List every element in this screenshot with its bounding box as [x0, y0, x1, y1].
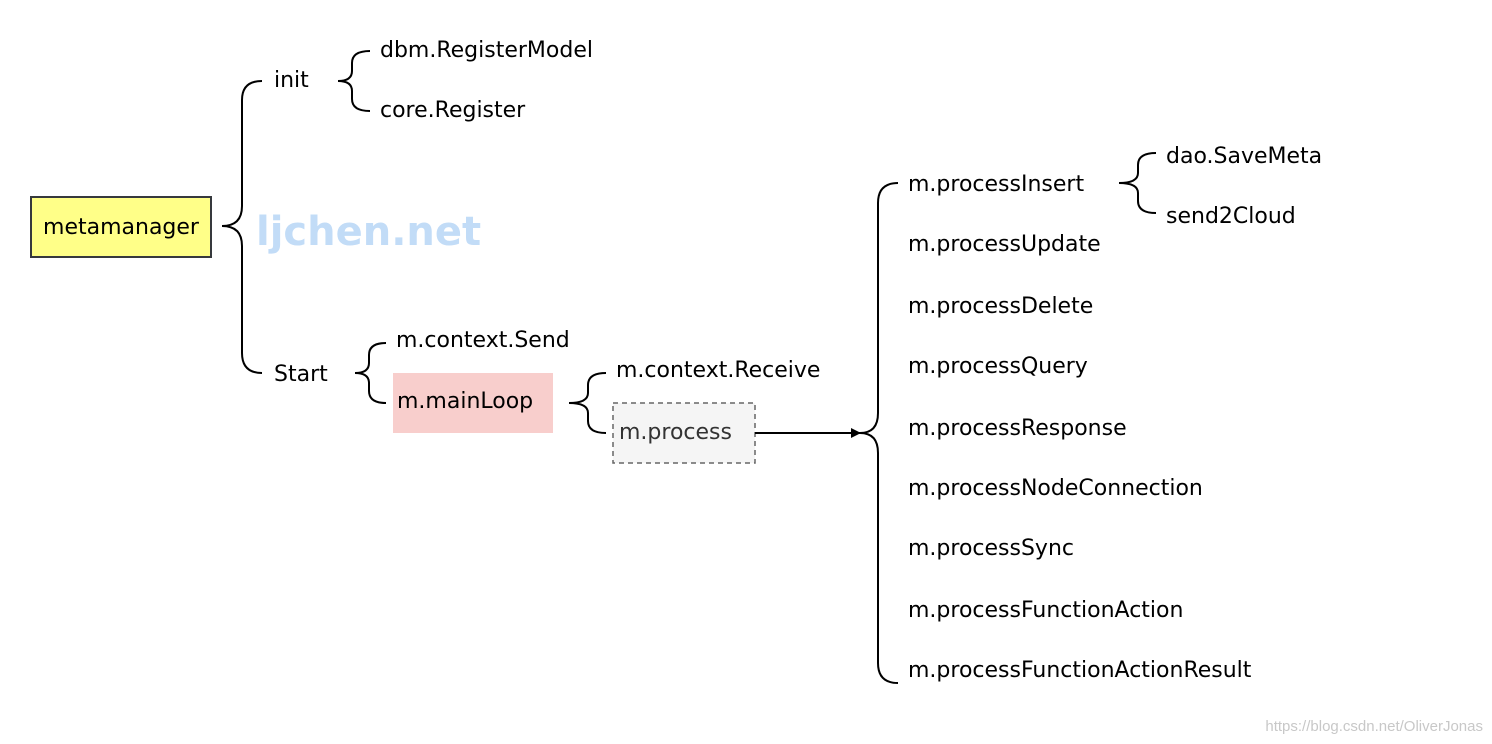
root-node-box[interactable]	[30, 196, 212, 258]
handler-process-insert[interactable]: m.processInsert	[908, 172, 1084, 197]
root-node-label: metamanager	[43, 215, 200, 240]
init-brace	[337, 50, 371, 112]
process-node-label: m.process	[619, 420, 732, 445]
watermark-text: ljchen.net	[256, 209, 481, 255]
handler-process-function-action[interactable]: m.processFunctionAction	[908, 598, 1183, 623]
init-node-label[interactable]: init	[274, 68, 309, 93]
handler-process-function-action-result[interactable]: m.processFunctionActionResult	[908, 658, 1252, 683]
handler-process-update[interactable]: m.processUpdate	[908, 232, 1101, 257]
init-child-register-model[interactable]: dbm.RegisterModel	[380, 38, 593, 63]
root-brace	[221, 80, 263, 374]
insert-child-send2cloud[interactable]: send2Cloud	[1166, 204, 1296, 229]
insert-brace	[1118, 152, 1157, 214]
source-watermark: https://blog.csdn.net/OliverJonas	[1265, 718, 1483, 735]
main-loop-node-label: m.mainLoop	[397, 389, 533, 414]
process-node-box[interactable]	[612, 402, 756, 464]
main-loop-node-box[interactable]	[393, 373, 553, 433]
init-child-core-register[interactable]: core.Register	[380, 98, 526, 123]
start-child-context-send[interactable]: m.context.Send	[396, 328, 570, 353]
handler-process-query[interactable]: m.processQuery	[908, 354, 1088, 379]
handler-process-response[interactable]: m.processResponse	[908, 416, 1127, 441]
handler-process-sync[interactable]: m.processSync	[908, 536, 1074, 561]
start-brace	[354, 342, 387, 404]
process-brace	[859, 182, 899, 684]
main-loop-brace	[568, 372, 607, 434]
insert-child-save-meta[interactable]: dao.SaveMeta	[1166, 144, 1322, 169]
start-node-label[interactable]: Start	[274, 362, 328, 387]
main-loop-child-context-receive[interactable]: m.context.Receive	[616, 358, 820, 383]
handler-process-delete[interactable]: m.processDelete	[908, 294, 1093, 319]
handler-process-node-connection[interactable]: m.processNodeConnection	[908, 476, 1203, 501]
